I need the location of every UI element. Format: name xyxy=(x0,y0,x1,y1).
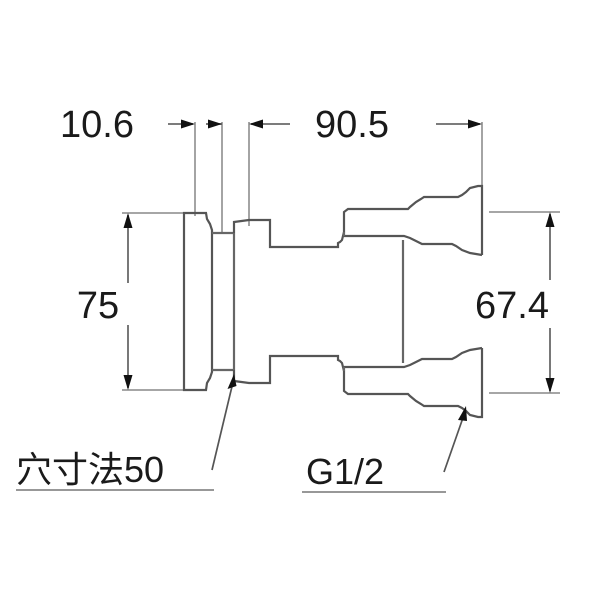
arrow-67-4-bottom xyxy=(545,378,555,393)
dim-label-75: 75 xyxy=(77,285,119,327)
note-label-hole-dimension: 穴寸法50 xyxy=(16,449,164,490)
part-geometry xyxy=(182,184,484,419)
arrow-75-top xyxy=(123,213,133,228)
arrow-90-5-right xyxy=(468,119,482,129)
upper-thread-branch-return xyxy=(344,234,483,257)
arrow-10-6-right xyxy=(181,119,195,129)
dim-label-10-6: 10.6 xyxy=(60,104,134,146)
arrow-gap-a xyxy=(208,119,222,129)
arrow-90-5-left xyxy=(249,119,263,129)
dimension-left-75: 75 xyxy=(77,212,188,391)
arrow-67-4-top xyxy=(545,212,555,227)
arrow-75-bottom xyxy=(123,375,133,390)
flange-plate xyxy=(182,211,214,392)
dimension-row-top: 10.6 90.5 xyxy=(60,104,482,146)
note-leaders xyxy=(16,374,467,493)
dim-label-90-5: 90.5 xyxy=(315,104,389,146)
leader-arrow-thread-note xyxy=(458,406,467,421)
leader-line-hole-note xyxy=(211,377,235,471)
lower-thread-branch-return xyxy=(344,346,483,369)
dim-label-67-4: 67.4 xyxy=(475,285,549,327)
leader-arrow-hole-note xyxy=(227,374,237,389)
dimension-right-67-4: 67.4 xyxy=(475,211,560,394)
extension-lines-top xyxy=(194,122,483,232)
leader-line-thread-note xyxy=(443,411,466,473)
note-label-thread-spec: G1/2 xyxy=(306,451,384,492)
body-upper-profile xyxy=(232,184,484,255)
